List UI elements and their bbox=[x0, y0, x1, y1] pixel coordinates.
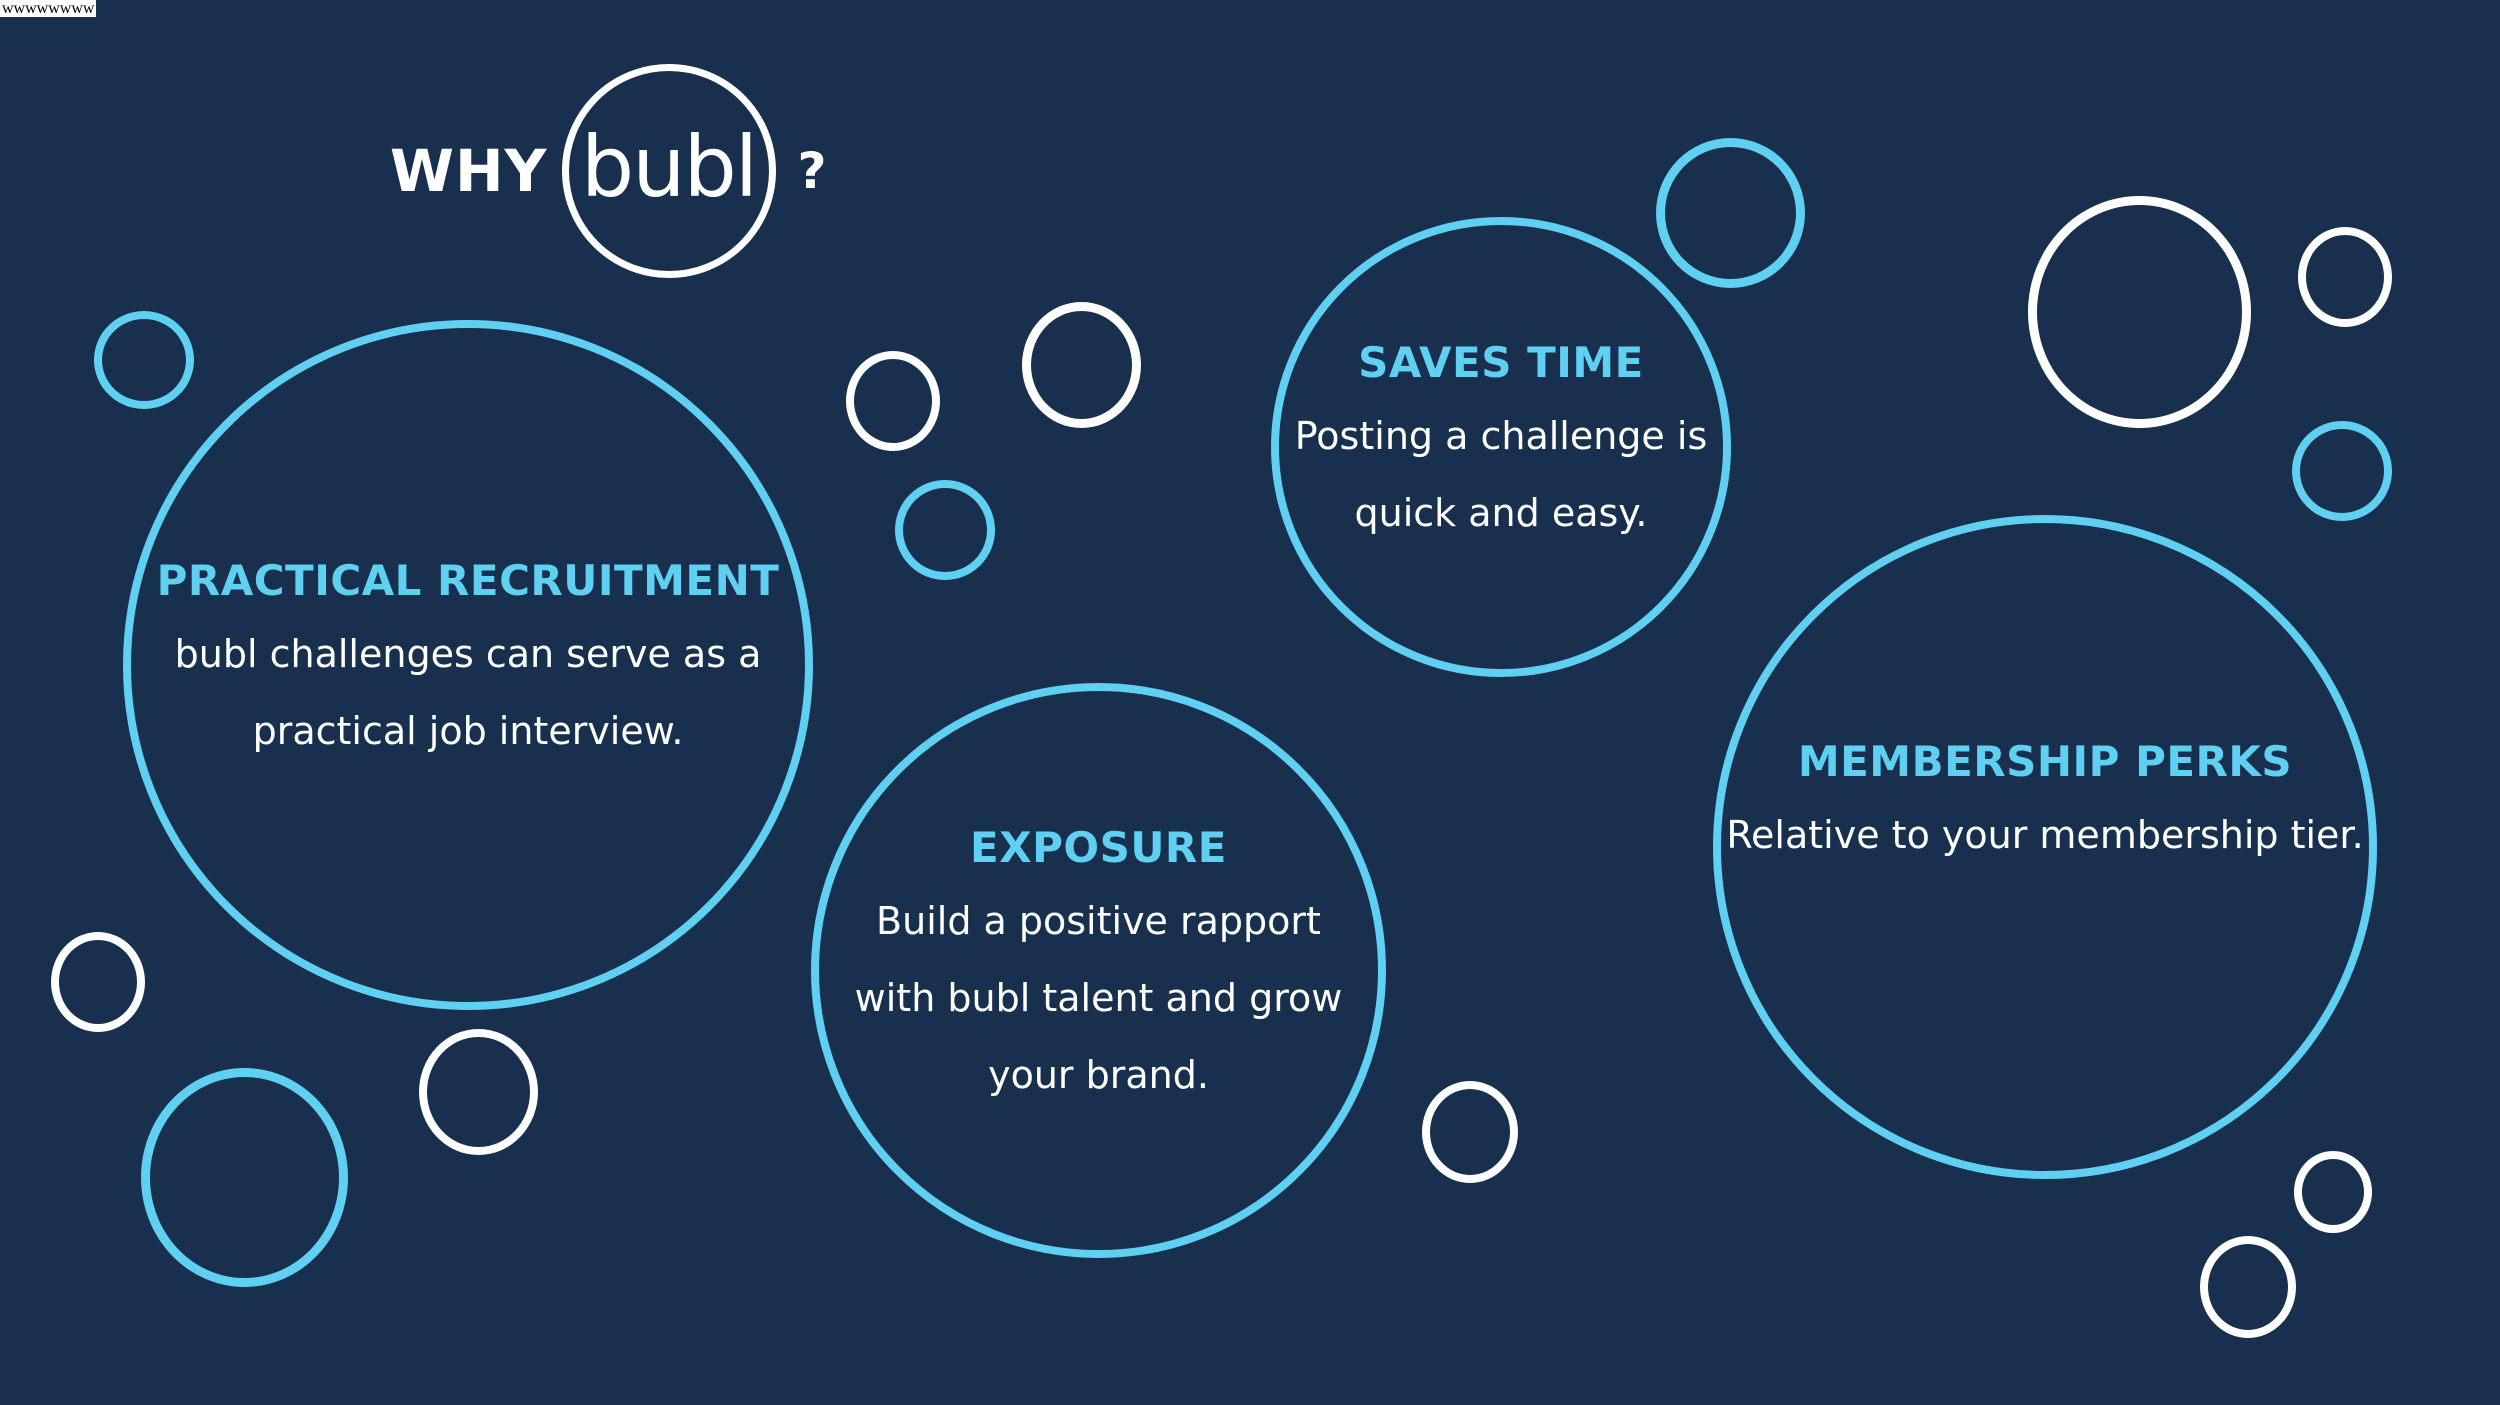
decorative-bubble bbox=[141, 1068, 348, 1287]
decorative-bubble bbox=[2298, 227, 2392, 327]
feature-exposure: EXPOSURE Build a positive rapport with b… bbox=[811, 683, 1386, 1258]
decorative-bubble bbox=[2292, 421, 2392, 521]
feature-title: SAVES TIME bbox=[1358, 338, 1644, 387]
feature-title: MEMBERSHIP PERKS bbox=[1797, 736, 2293, 786]
decorative-bubble bbox=[51, 932, 145, 1032]
decorative-bubble bbox=[1422, 1081, 1518, 1183]
feature-title: PRACTICAL RECRUITMENT bbox=[156, 556, 780, 605]
logo-text: bubl bbox=[580, 118, 758, 216]
decorative-bubble bbox=[1022, 302, 1141, 428]
why-label: WHY bbox=[390, 137, 548, 205]
corner-text: wwwwwwww bbox=[0, 0, 97, 17]
feature-saves-time: SAVES TIME Posting a challenge is quick … bbox=[1271, 217, 1731, 677]
bubl-logo: bubl bbox=[561, 64, 776, 278]
feature-description-line: practical job interview. bbox=[252, 709, 684, 753]
question-mark: ? bbox=[797, 142, 827, 200]
feature-membership-perks: MEMBERSHIP PERKS Relative to your member… bbox=[1713, 515, 2377, 1179]
feature-description-line: Relative to your membership tier. bbox=[1726, 812, 2364, 857]
decorative-bubble bbox=[1656, 138, 1805, 288]
decorative-bubble bbox=[419, 1029, 538, 1155]
decorative-bubble bbox=[2294, 1151, 2372, 1233]
feature-description-line: your brand. bbox=[988, 1053, 1209, 1097]
decorative-bubble bbox=[94, 311, 194, 409]
decorative-bubble bbox=[846, 351, 940, 451]
feature-practical-recruitment: PRACTICAL RECRUITMENT bubl challenges ca… bbox=[123, 320, 813, 1010]
feature-description-line: Build a positive rapport bbox=[876, 899, 1321, 943]
decorative-bubble bbox=[2200, 1236, 2296, 1338]
feature-title: EXPOSURE bbox=[970, 823, 1227, 872]
feature-description-line: with bubl talent and grow bbox=[854, 976, 1343, 1020]
page-title: WHY bubl ? bbox=[390, 64, 827, 278]
feature-description-line: quick and easy. bbox=[1354, 491, 1648, 535]
decorative-bubble bbox=[895, 480, 995, 580]
feature-description-line: Posting a challenge is bbox=[1294, 414, 1708, 458]
decorative-bubble bbox=[2028, 196, 2251, 428]
feature-description-line: bubl challenges can serve as a bbox=[174, 632, 762, 676]
